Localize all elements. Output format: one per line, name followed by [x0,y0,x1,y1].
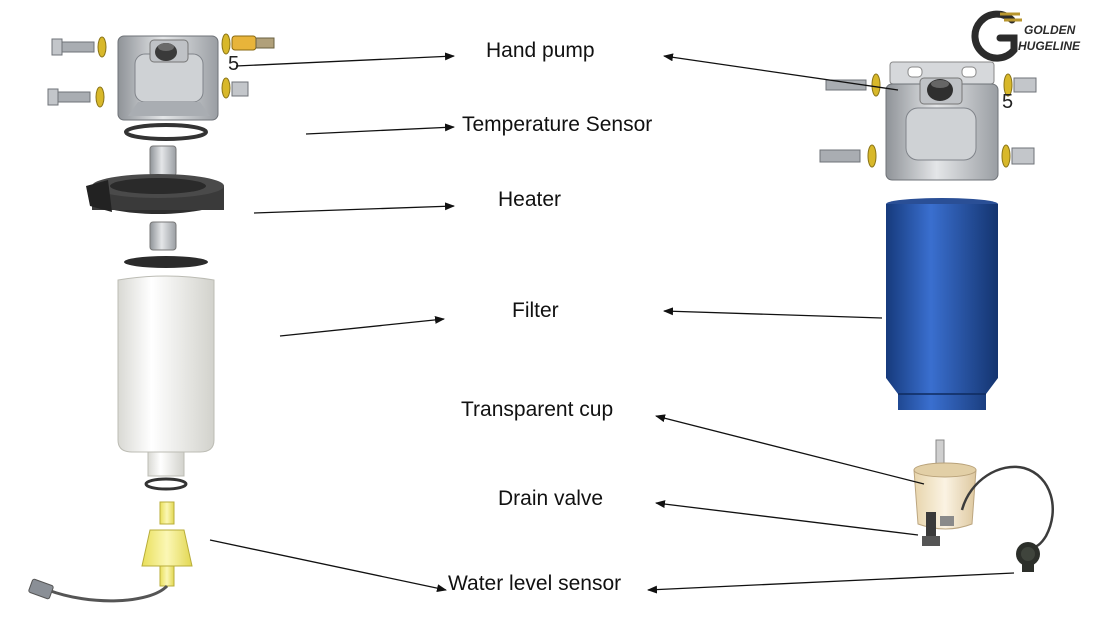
arrow-temperature-sensor [305,123,455,135]
left-water-level-sensor [28,501,193,603]
right-drain-valve [922,512,954,546]
brand-logo: GOLDEN HUGELINE [971,10,1081,62]
arrow-filter-right [663,307,883,319]
label-heater: Heater [498,188,562,211]
right-transparent-cup [913,439,977,530]
left-bolts [47,33,275,108]
arrow-heater [253,202,455,214]
right-filter-head [885,83,999,181]
right-bolts [819,73,1037,168]
leader-arrows [209,52,1015,594]
arrow-hand-pump-left [235,52,455,67]
right-part-number: 5 [1002,91,1013,113]
right-water-level-sensor [960,465,1054,572]
left-part-number: 5 [228,53,239,75]
right-hand-pump [919,77,963,105]
logo-line2: HUGELINE [1018,39,1081,53]
arrow-filter-left [279,315,445,337]
left-temperature-sensor [149,145,177,177]
arrow-water-level-right [647,572,1015,594]
label-hand-pump: Hand pump [486,39,595,62]
label-filter: Filter [512,299,559,322]
arrow-hand-pump-right [663,53,899,91]
left-temperature-sensor-ring [124,123,208,141]
label-water-level-sensor: Water level sensor [448,572,622,595]
left-heater [86,174,224,214]
left-filter-head [117,35,219,121]
label-temperature-sensor: Temperature Sensor [462,113,653,136]
arrow-transparent-cup [655,414,925,485]
logo-line1: GOLDEN [1024,23,1076,37]
label-transparent-cup: Transparent cup [461,398,614,421]
left-filter-element [117,275,215,477]
label-drain-valve: Drain valve [498,487,604,510]
left-filter-gasket [124,256,208,268]
left-hand-pump [149,39,189,63]
right-mounting-bracket [889,61,995,85]
left-filter-assembly: 5 [28,33,275,603]
left-o-ring [144,477,188,491]
arrow-water-level-left [209,539,447,593]
right-filter-assembly: 5 [819,61,1054,572]
right-filter-element [886,198,998,410]
left-threaded-nipple [149,221,177,251]
arrow-drain-valve [655,500,919,536]
